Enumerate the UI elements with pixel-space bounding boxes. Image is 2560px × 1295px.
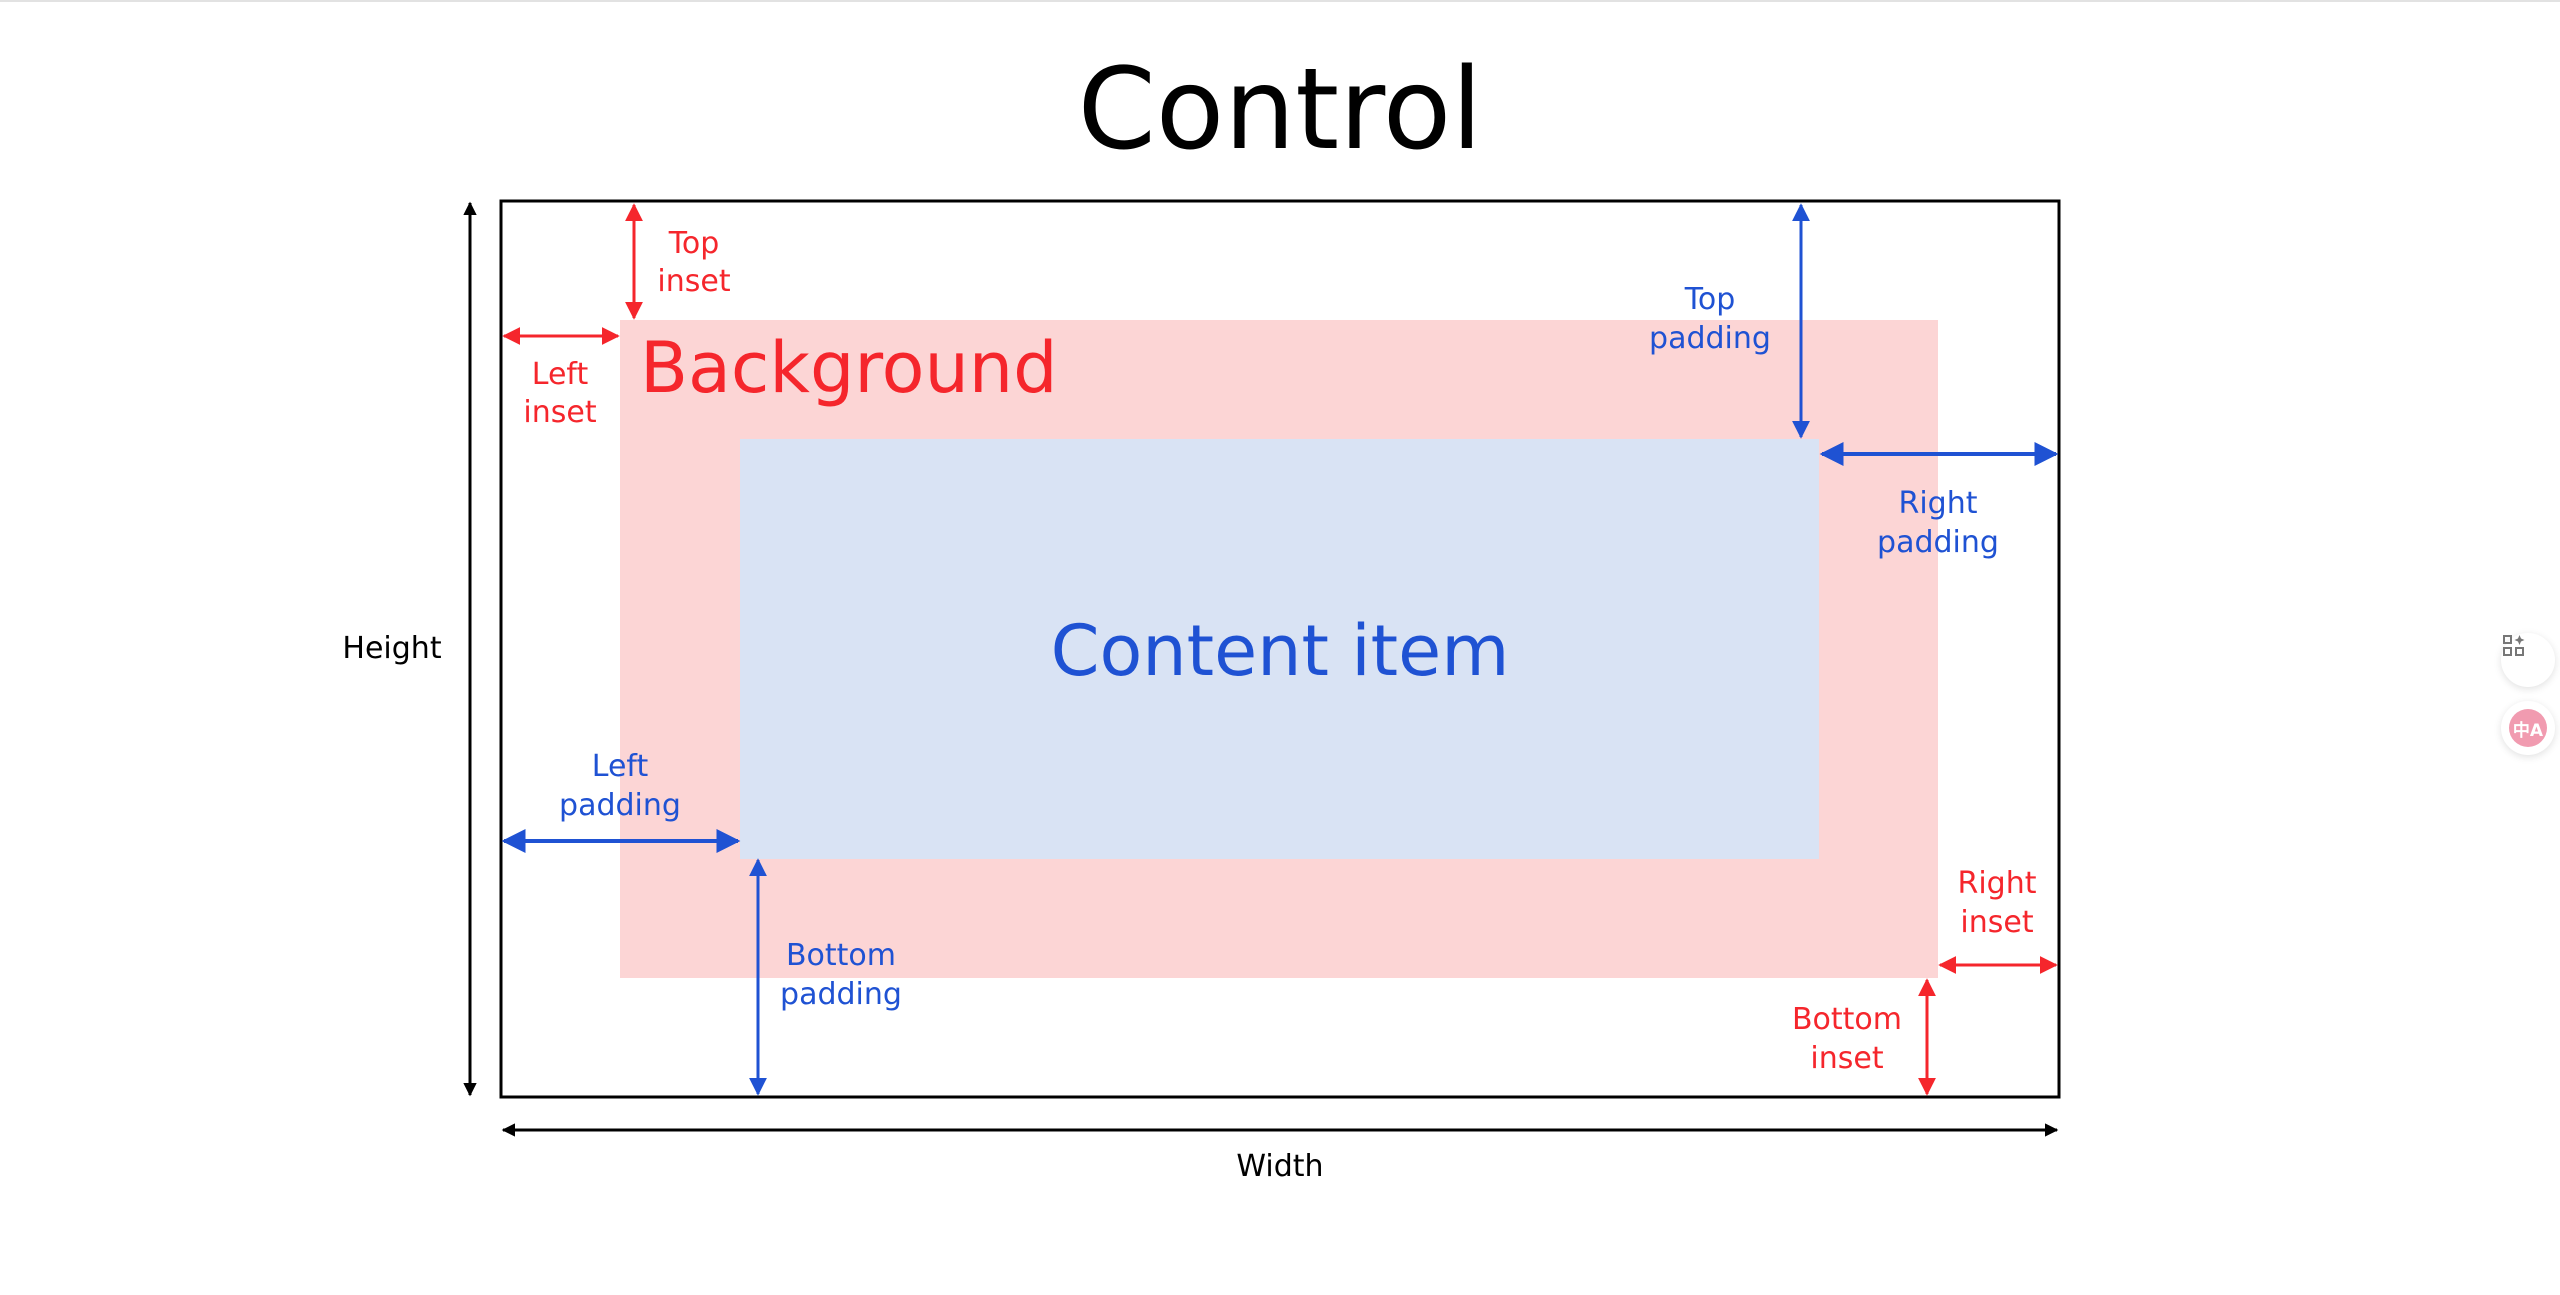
top-divider	[0, 0, 2560, 2]
height-label: Height	[342, 631, 441, 666]
translate-button[interactable]: 中A	[2501, 701, 2555, 755]
control-frame	[499, 199, 2061, 1099]
diagram-title: Control	[1078, 45, 1483, 175]
background-label: Background	[640, 327, 1058, 409]
apps-sparkle-icon	[2503, 635, 2525, 656]
width-label: Width	[1236, 1149, 1323, 1184]
translate-icon: 中A	[2509, 709, 2547, 747]
content-item-region	[740, 439, 1819, 859]
apps-sparkle-button[interactable]	[2501, 633, 2555, 687]
content-item-label: Content item	[1051, 610, 1510, 692]
